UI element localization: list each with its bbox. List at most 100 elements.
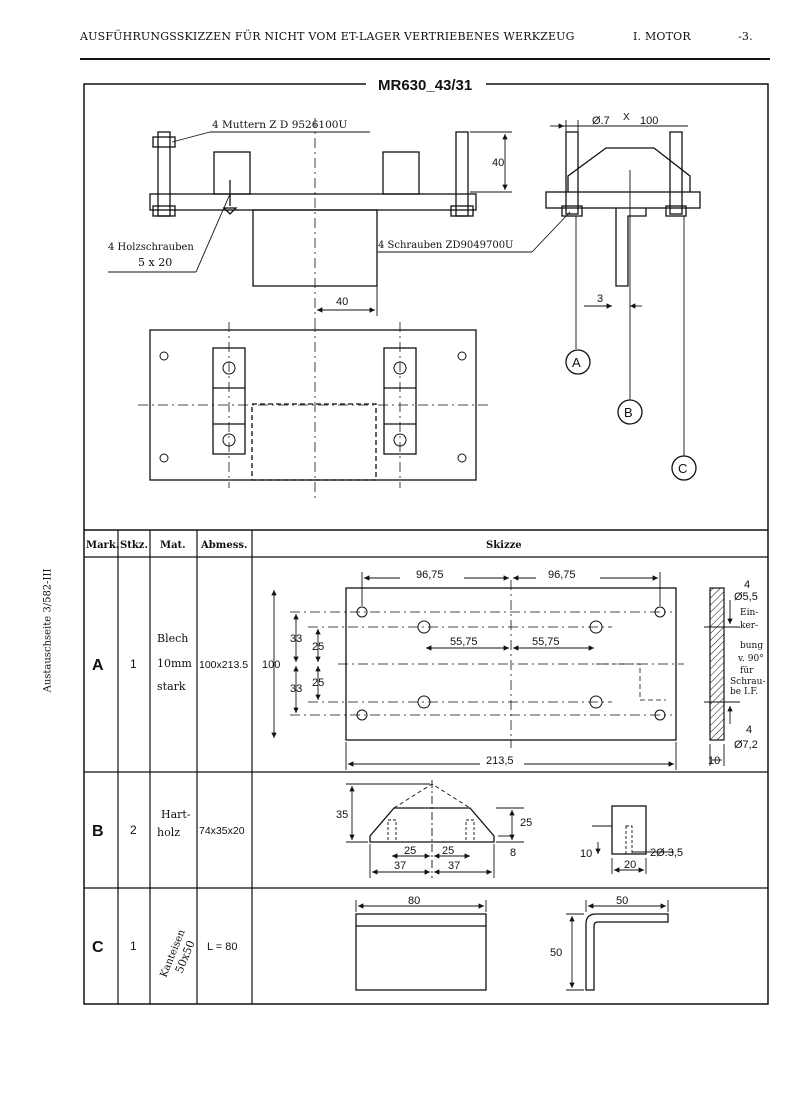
sketch-b-dim-25-right: 25 [520,817,532,829]
row-a-material-3: stark [157,680,186,693]
sketch-c-dim-50-left: 50 [550,947,562,959]
sketch-a-dim-diameter-72: Ø7,2 [734,739,758,751]
side-view-diameter: Ø.7 [592,115,610,127]
row-a-mark: A [92,657,104,674]
header-rule [80,58,770,60]
row-a-dimensions: 100x213.5 [199,659,248,671]
side-view-length: 100 [640,115,658,127]
row-a-material-1: Blech [157,632,188,645]
sketch-a-note-4: v. 90° [737,654,764,664]
assembly-front-view [149,131,477,287]
sketch-b-dim-10: 10 [580,848,592,860]
dimension-offset [317,286,378,316]
sketch-c-angle-profile [585,913,669,991]
sketch-b-dim-37-right: 37 [448,860,460,872]
sketch-a-dim-25-bottom: 25 [312,677,324,689]
dimension-offset-label: 40 [336,296,348,308]
sketch-b-side-dims [592,825,674,874]
sketch-a-dim-5575-left: 55,75 [450,636,478,648]
plan-view-centerlines [138,322,490,500]
sketch-b-dim-35: 35 [336,809,348,821]
side-view-gap: 3 [597,293,603,305]
sketch-b-side [611,805,647,855]
sketch-b-dimensions [346,780,524,878]
sketch-a-section-dims [704,600,740,766]
row-b-material-2: holz [157,826,180,839]
header-title: AUSFÜHRUNGSSKIZZEN FÜR NICHT VOM ET-LAGE… [80,30,575,43]
row-c-dimensions: L = 80 [207,941,237,953]
sketch-a-dim-4-top: 4 [744,579,750,591]
row-c-mark: C [92,939,104,956]
callout-screws: 4 Schrauben ZD9049700U [378,240,513,251]
sketch-b-block [369,807,495,843]
sketch-a-note-6: Schrau- [730,677,766,687]
sketch-a-dim-10: 10 [708,755,720,767]
callout-wood-screws-size: 5 x 20 [138,256,172,269]
sketch-a-section [709,587,725,741]
callout-leaders [108,131,571,273]
marker-leaders [575,170,685,456]
header-page-number: -3. [738,30,753,43]
drawing-number: MR630_43/31 [378,77,472,94]
side-view-dimensions [550,120,688,309]
sketch-a-dim-2135: 213,5 [486,755,514,767]
sketch-a-dim-diameter-55: Ø5,5 [734,591,758,603]
sketch-b-dim-25-mid: 25 [442,845,454,857]
sketch-a-note-7: be I.F. [730,687,758,697]
sketch-b-dim-20: 20 [624,859,636,871]
plan-view-holes [159,351,467,463]
marker-b-circle [617,399,643,425]
marker-a: A [572,355,581,370]
sketch-b-dim-8: 8 [510,847,516,859]
sketch-a-dim-100: 100 [262,659,280,671]
row-b-material-1: Hart- [161,808,191,821]
callout-wood-screws: 4 Holzschrauben [108,242,194,253]
sketch-a-note-5: für [740,666,754,676]
sketch-a-dim-25-top: 25 [312,641,324,653]
row-a-material-2: 10mm [157,657,192,670]
sketch-c-dim-50-top: 50 [616,895,628,907]
sketch-a-dim-9675-right: 96,75 [548,569,576,581]
assembly-plan-view [149,329,477,481]
col-header-mark: Mark. [86,540,119,551]
col-header-dimensions: Abmess. [200,540,247,551]
col-header-sketch: Skizze [486,540,522,551]
marker-c: C [678,461,687,476]
row-b-mark: B [92,823,104,840]
sketch-a-dim-4-bottom: 4 [746,724,752,736]
sketch-a-centerlines [290,580,684,748]
sketch-a-dim-5575-right: 55,75 [532,636,560,648]
sketch-b-dim-holes: 2Ø.3,5 [650,847,683,859]
marker-c-circle [671,455,697,481]
header-section: I. MOTOR [633,30,691,43]
sketch-a-hidden-line [596,663,666,701]
callout-nuts: 4 Muttern Z D 9526100U [212,119,347,131]
parts-table-grid [84,530,768,1004]
sketch-b-dim-37-left: 37 [394,860,406,872]
sketch-c-front-dims [355,900,487,912]
marker-a-circle [565,349,591,375]
col-header-qty: Stkz. [120,540,148,551]
assembly-side-view [545,131,701,287]
drawing-frame [83,83,769,1005]
sketch-a-dim-33-bottom: 33 [290,683,302,695]
sketch-c-front [355,913,487,991]
col-header-material: Mat. [160,540,186,551]
side-view-times: X [623,112,630,123]
sketch-a-dim-33-top: 33 [290,633,302,645]
row-b-qty: 2 [130,823,137,837]
row-c-qty: 1 [130,939,137,953]
sketch-a-note-2: ker- [740,621,758,631]
row-a-qty: 1 [130,657,137,671]
sketch-c-dim-80: 80 [408,895,420,907]
marker-b: B [624,405,633,420]
row-b-dimensions: 74x35x20 [199,825,245,837]
sketch-c-angle-dims [566,900,669,991]
sketch-a-note-1: Ein- [740,608,758,618]
sketch-b-dim-25-left: 25 [404,845,416,857]
dimension-height [470,131,512,193]
dimension-height-label: 40 [492,157,504,169]
sketch-a-dim-9675-left: 96,75 [416,569,444,581]
sketch-a-note-3: bung [740,641,763,651]
